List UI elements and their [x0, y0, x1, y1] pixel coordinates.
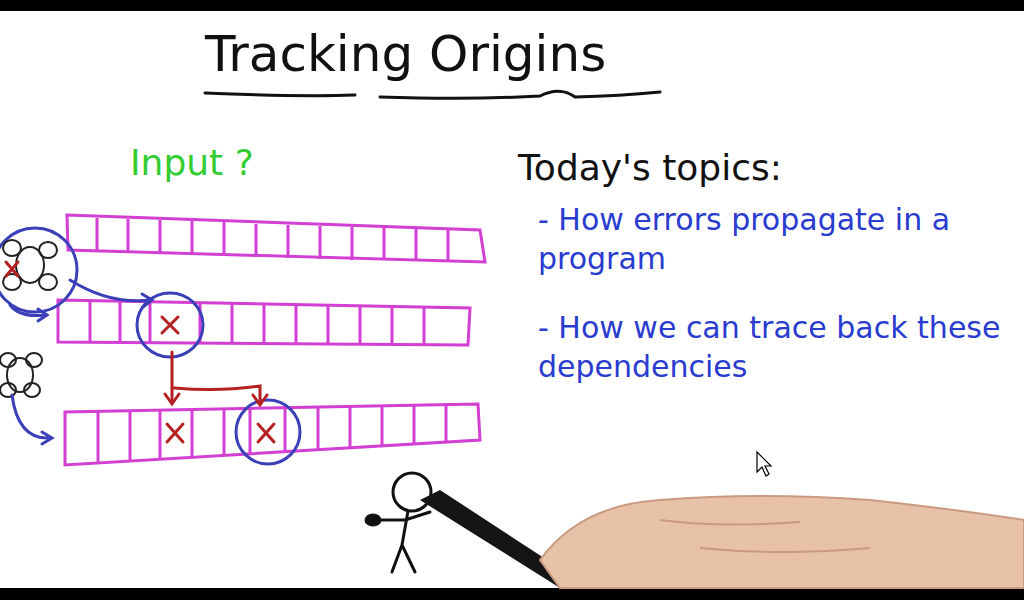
- memory-tape: [58, 300, 470, 345]
- flow-arrow: [10, 280, 152, 444]
- memory-tape: [65, 404, 480, 465]
- topic-item: - How we can trace back these dependenci…: [538, 308, 1008, 386]
- title-text: Tracking Origins: [205, 22, 606, 87]
- title-underline: [205, 91, 660, 98]
- topics-heading: Today's topics:: [518, 145, 782, 192]
- memory-tape: [67, 215, 485, 262]
- letterbox-bar: [0, 588, 1024, 600]
- error-mark: [6, 262, 274, 442]
- stick-figure: [366, 473, 431, 572]
- letterbox-bar: [0, 0, 1024, 11]
- input-label: Input ?: [130, 140, 254, 187]
- bug-drawing: [0, 240, 57, 397]
- hand-with-pen: [420, 490, 1024, 588]
- topic-item: - How errors propagate in a program: [538, 200, 958, 278]
- propagation-arrow: [165, 352, 267, 405]
- mouse-cursor: [757, 452, 771, 476]
- highlight-circle: [0, 228, 300, 464]
